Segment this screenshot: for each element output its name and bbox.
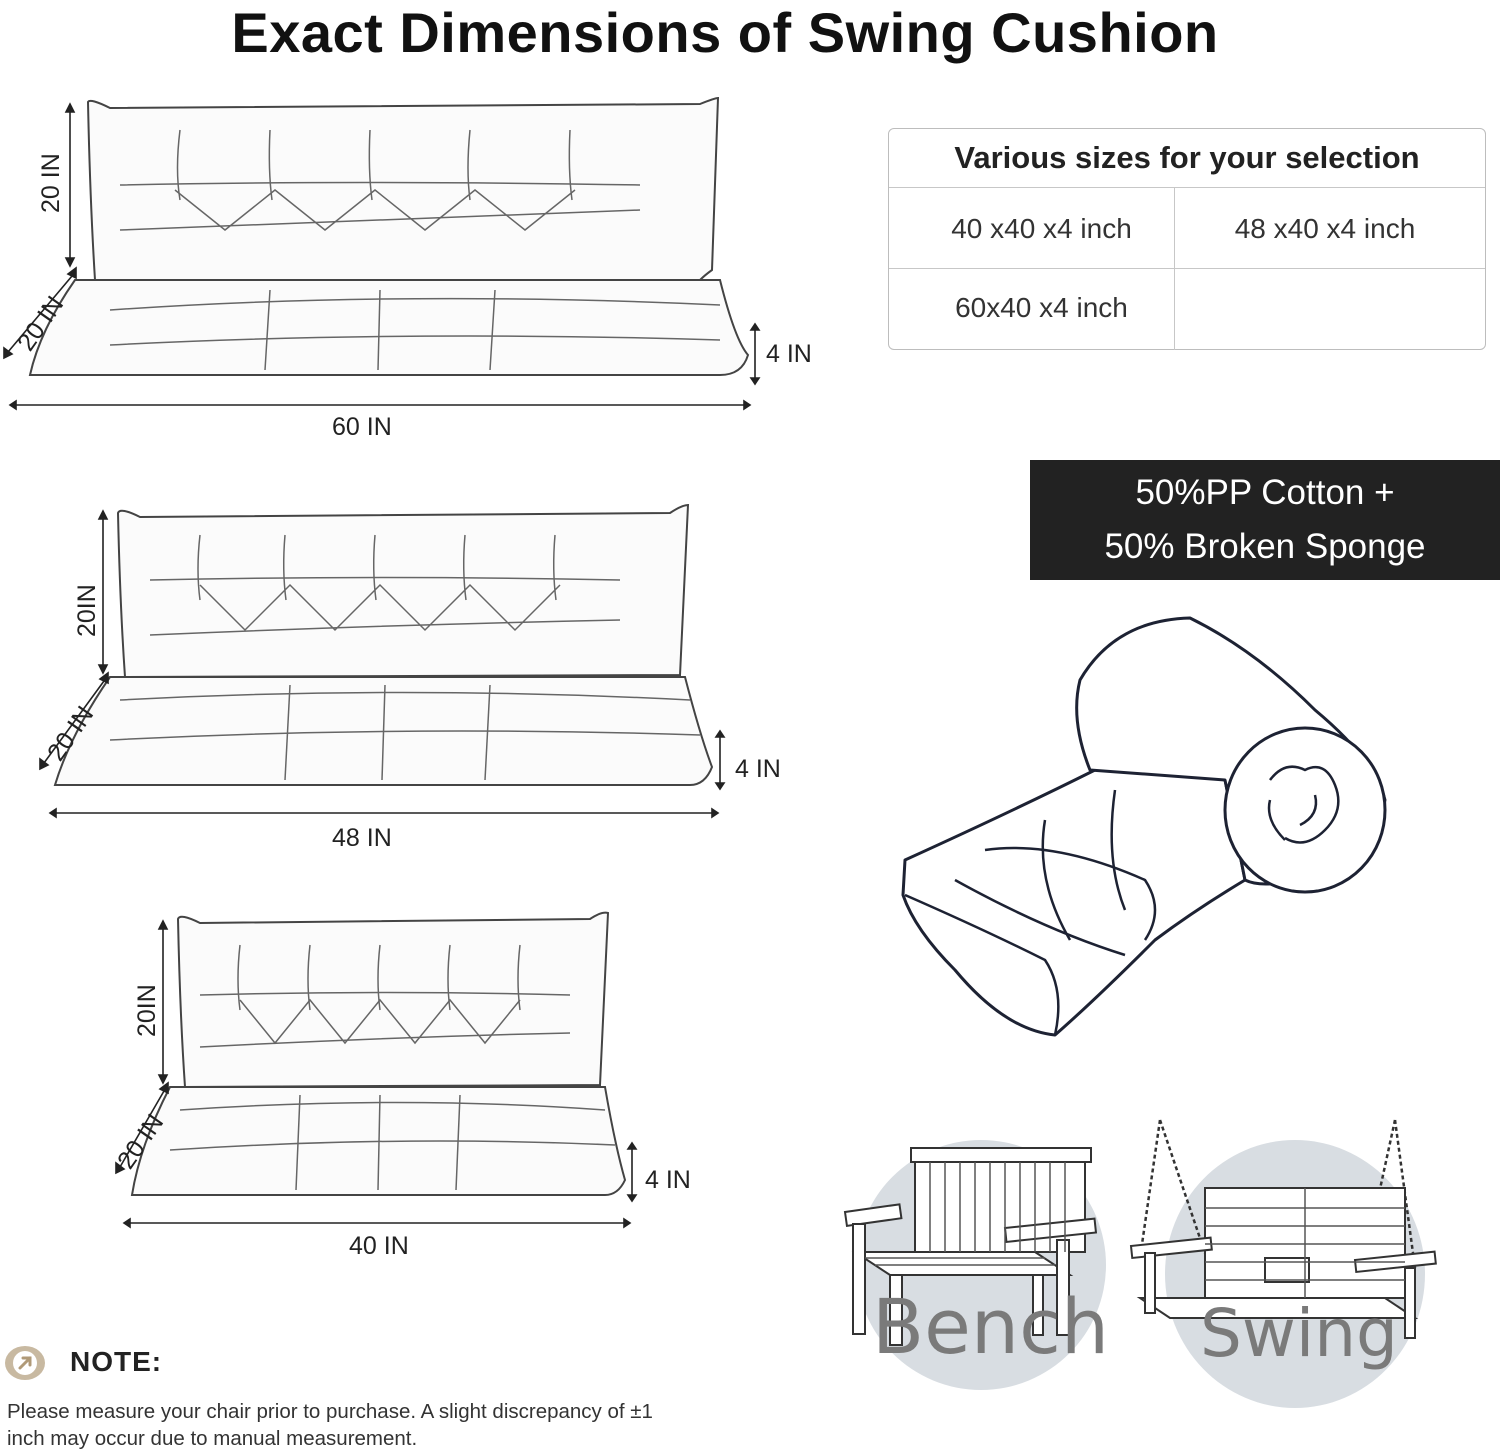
cushion-60-width-label: 60 IN	[332, 413, 392, 441]
material-banner: 50%PP Cotton + 50% Broken Sponge	[1030, 460, 1500, 580]
swing-illustration	[1129, 1119, 1437, 1339]
cushion-40-thickness-label: 4 IN	[645, 1166, 691, 1194]
cushion-60-thickness-label: 4 IN	[766, 340, 812, 368]
size-table: Various sizes for your selection 40 x40 …	[888, 128, 1486, 350]
material-line-1: 50%PP Cotton +	[1135, 473, 1395, 512]
cushion-40-height-label: 20IN	[133, 984, 161, 1037]
cushion-diagram-40	[115, 911, 638, 1229]
cushion-60-height-label: 20 IN	[37, 153, 65, 213]
note-label: NOTE:	[70, 1346, 163, 1377]
note-arrow-icon	[5, 1346, 45, 1380]
swing-label: Swing	[1200, 1295, 1398, 1372]
bench-label: Bench	[872, 1282, 1110, 1371]
cushion-48-height-label: 20IN	[73, 584, 101, 637]
size-option: 60x40 x4 inch	[955, 292, 1128, 323]
material-line-2: 50% Broken Sponge	[1104, 527, 1426, 566]
rolled-cushion-illustration	[901, 616, 1387, 1037]
page-title: Exact Dimensions of Swing Cushion	[231, 1, 1219, 64]
size-table-header: Various sizes for your selection	[954, 140, 1420, 175]
cushion-48-width-label: 48 IN	[332, 824, 392, 852]
cushion-48-thickness-label: 4 IN	[735, 755, 781, 783]
bench-illustration	[843, 1147, 1098, 1346]
cushion-40-width-label: 40 IN	[349, 1232, 409, 1260]
cushion-diagram-60	[3, 96, 761, 411]
size-option: 40 x40 x4 inch	[951, 213, 1132, 244]
note-text: Please measure your chair prior to purch…	[7, 1400, 653, 1450]
cushion-diagram-48	[39, 503, 726, 819]
size-option: 48 x40 x4 inch	[1234, 213, 1416, 244]
